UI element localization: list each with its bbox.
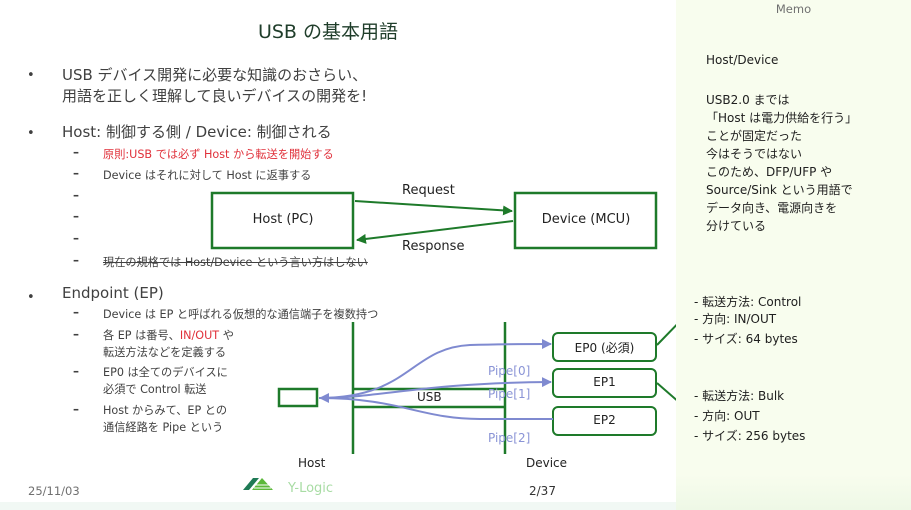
ep0-label: EP0 (必須) [574,341,635,355]
host-device-diagram [210,191,676,454]
ep1-callout-line [656,382,676,401]
ep1-label: EP1 [593,375,616,389]
host-column-label: Host [298,456,326,470]
host-pc-label: Host (PC) [252,212,314,227]
ep0-detail-line: - サイズ: 64 bytes [694,332,798,346]
device-mcu-box [513,191,658,250]
usb-bus-label: USB [417,390,442,404]
dash-icon: – [73,231,79,245]
y-logic-logo-icon [243,478,273,490]
sub-bullet-text: Host からみて、EP との [103,404,228,417]
ep0-box [552,332,657,362]
memo-line: 分けている [706,219,767,233]
ep2-box [552,406,657,436]
pipe2-curve [318,397,553,421]
pipe1-label: Pipe[1] [488,387,531,401]
sub-bullet-text: 必須で Control 転送 [103,383,207,396]
bullet-text: USB デバイス開発に必要な知識のおさらい、 [62,66,368,84]
bullet-text: 用語を正しく理解して良いデバイスの開発を! [62,87,368,105]
ep1-detail-line: - 転送方法: Bulk [694,389,785,403]
text-part-red: IN/OUT [179,329,220,342]
text-part: や [219,329,234,342]
text-part: 各 EP は番号、 [103,329,180,342]
bullet-icon: • [27,290,35,305]
pipe2-label: Pipe[2] [488,431,531,445]
sub-bullet-text: 原則:USB では必ず Host から転送を開始する [103,148,334,161]
bullet-icon: • [27,126,35,141]
sub-bullet-text: Device は EP と呼ばれる仮想的な通信端子を複数持つ [103,308,379,321]
response-label: Response [402,239,465,254]
slide: USB の基本用語 • USB デバイス開発に必要な知識のおさらい、 用語を正し… [27,21,676,498]
ep0-callout-line [656,323,676,346]
memo-line: 今はそうではない [706,147,803,161]
sub-bullet-text: EP0 は全てのデバイスに [103,366,228,379]
ep1-box [552,368,657,398]
memo-title: Memo [775,2,812,16]
dash-icon: – [73,145,79,159]
dash-icon: – [73,327,79,341]
dash-icon: – [73,364,79,378]
memo-line: データ向き、電源向きを [706,201,838,215]
slide-title: USB の基本用語 [257,21,399,43]
pipe0-label: Pipe[0] [488,364,531,378]
device-column-label: Device [526,456,568,470]
memo-line: Source/Sink という用語で [706,183,853,197]
dash-icon: – [73,166,79,180]
ep0-detail-line: - 方向: IN/OUT [694,312,777,326]
host-port-box [277,387,319,408]
ep0-detail-line: - 転送方法: Control [694,295,802,309]
footer-logo-text: Y-Logic [288,481,334,496]
dash-icon: – [73,305,79,319]
request-arrow [354,200,513,216]
memo-line: このため、DFP/UFP や [706,165,833,179]
response-arrow [356,220,514,244]
pipe0-curve [318,339,552,399]
memo-line: USB2.0 までは [706,93,790,107]
memo-line: ことが固定だった [706,129,803,143]
memo-line: 「Host は電力供給を行う」 [706,111,858,125]
ep2-label: EP2 [593,413,616,427]
sub-bullet-text: 転送方法などを定義する [103,346,227,359]
bullet-text: Endpoint (EP) [62,284,164,302]
footer-date: 25/11/03 [28,484,80,498]
dash-icon: – [73,402,79,416]
memo-panel: Memo Host/Device USB2.0 までは 「Host は電力供給を… [676,0,911,510]
footer-page-number: 2/37 [529,484,556,498]
request-label: Request [402,183,455,198]
dash-icon: – [73,253,79,267]
bullet-icon: • [27,68,35,83]
memo-heading: Host/Device [706,53,779,67]
sub-bullet-text: 各 EP は番号、IN/OUT や [103,327,234,343]
device-mcu-label: Device (MCU) [541,212,631,227]
sub-bullet-text: 通信経路を Pipe という [103,421,224,434]
dash-icon: – [73,188,79,202]
bullet-text: Host: 制御する側 / Device: 制御される [62,123,332,141]
ep1-detail-line: - 方向: OUT [694,409,760,423]
sub-bullet-text: Device はそれに対して Host に返事する [103,169,312,182]
dash-icon: – [73,209,79,223]
slide-bottom-band [0,502,676,510]
pipe1-curve [318,377,552,399]
host-pc-box [210,191,355,250]
sub-bullet-text-struck: 現在の規格では Host/Device という言い方はしない [103,256,368,269]
ep1-detail-line: - サイズ: 256 bytes [694,429,806,443]
